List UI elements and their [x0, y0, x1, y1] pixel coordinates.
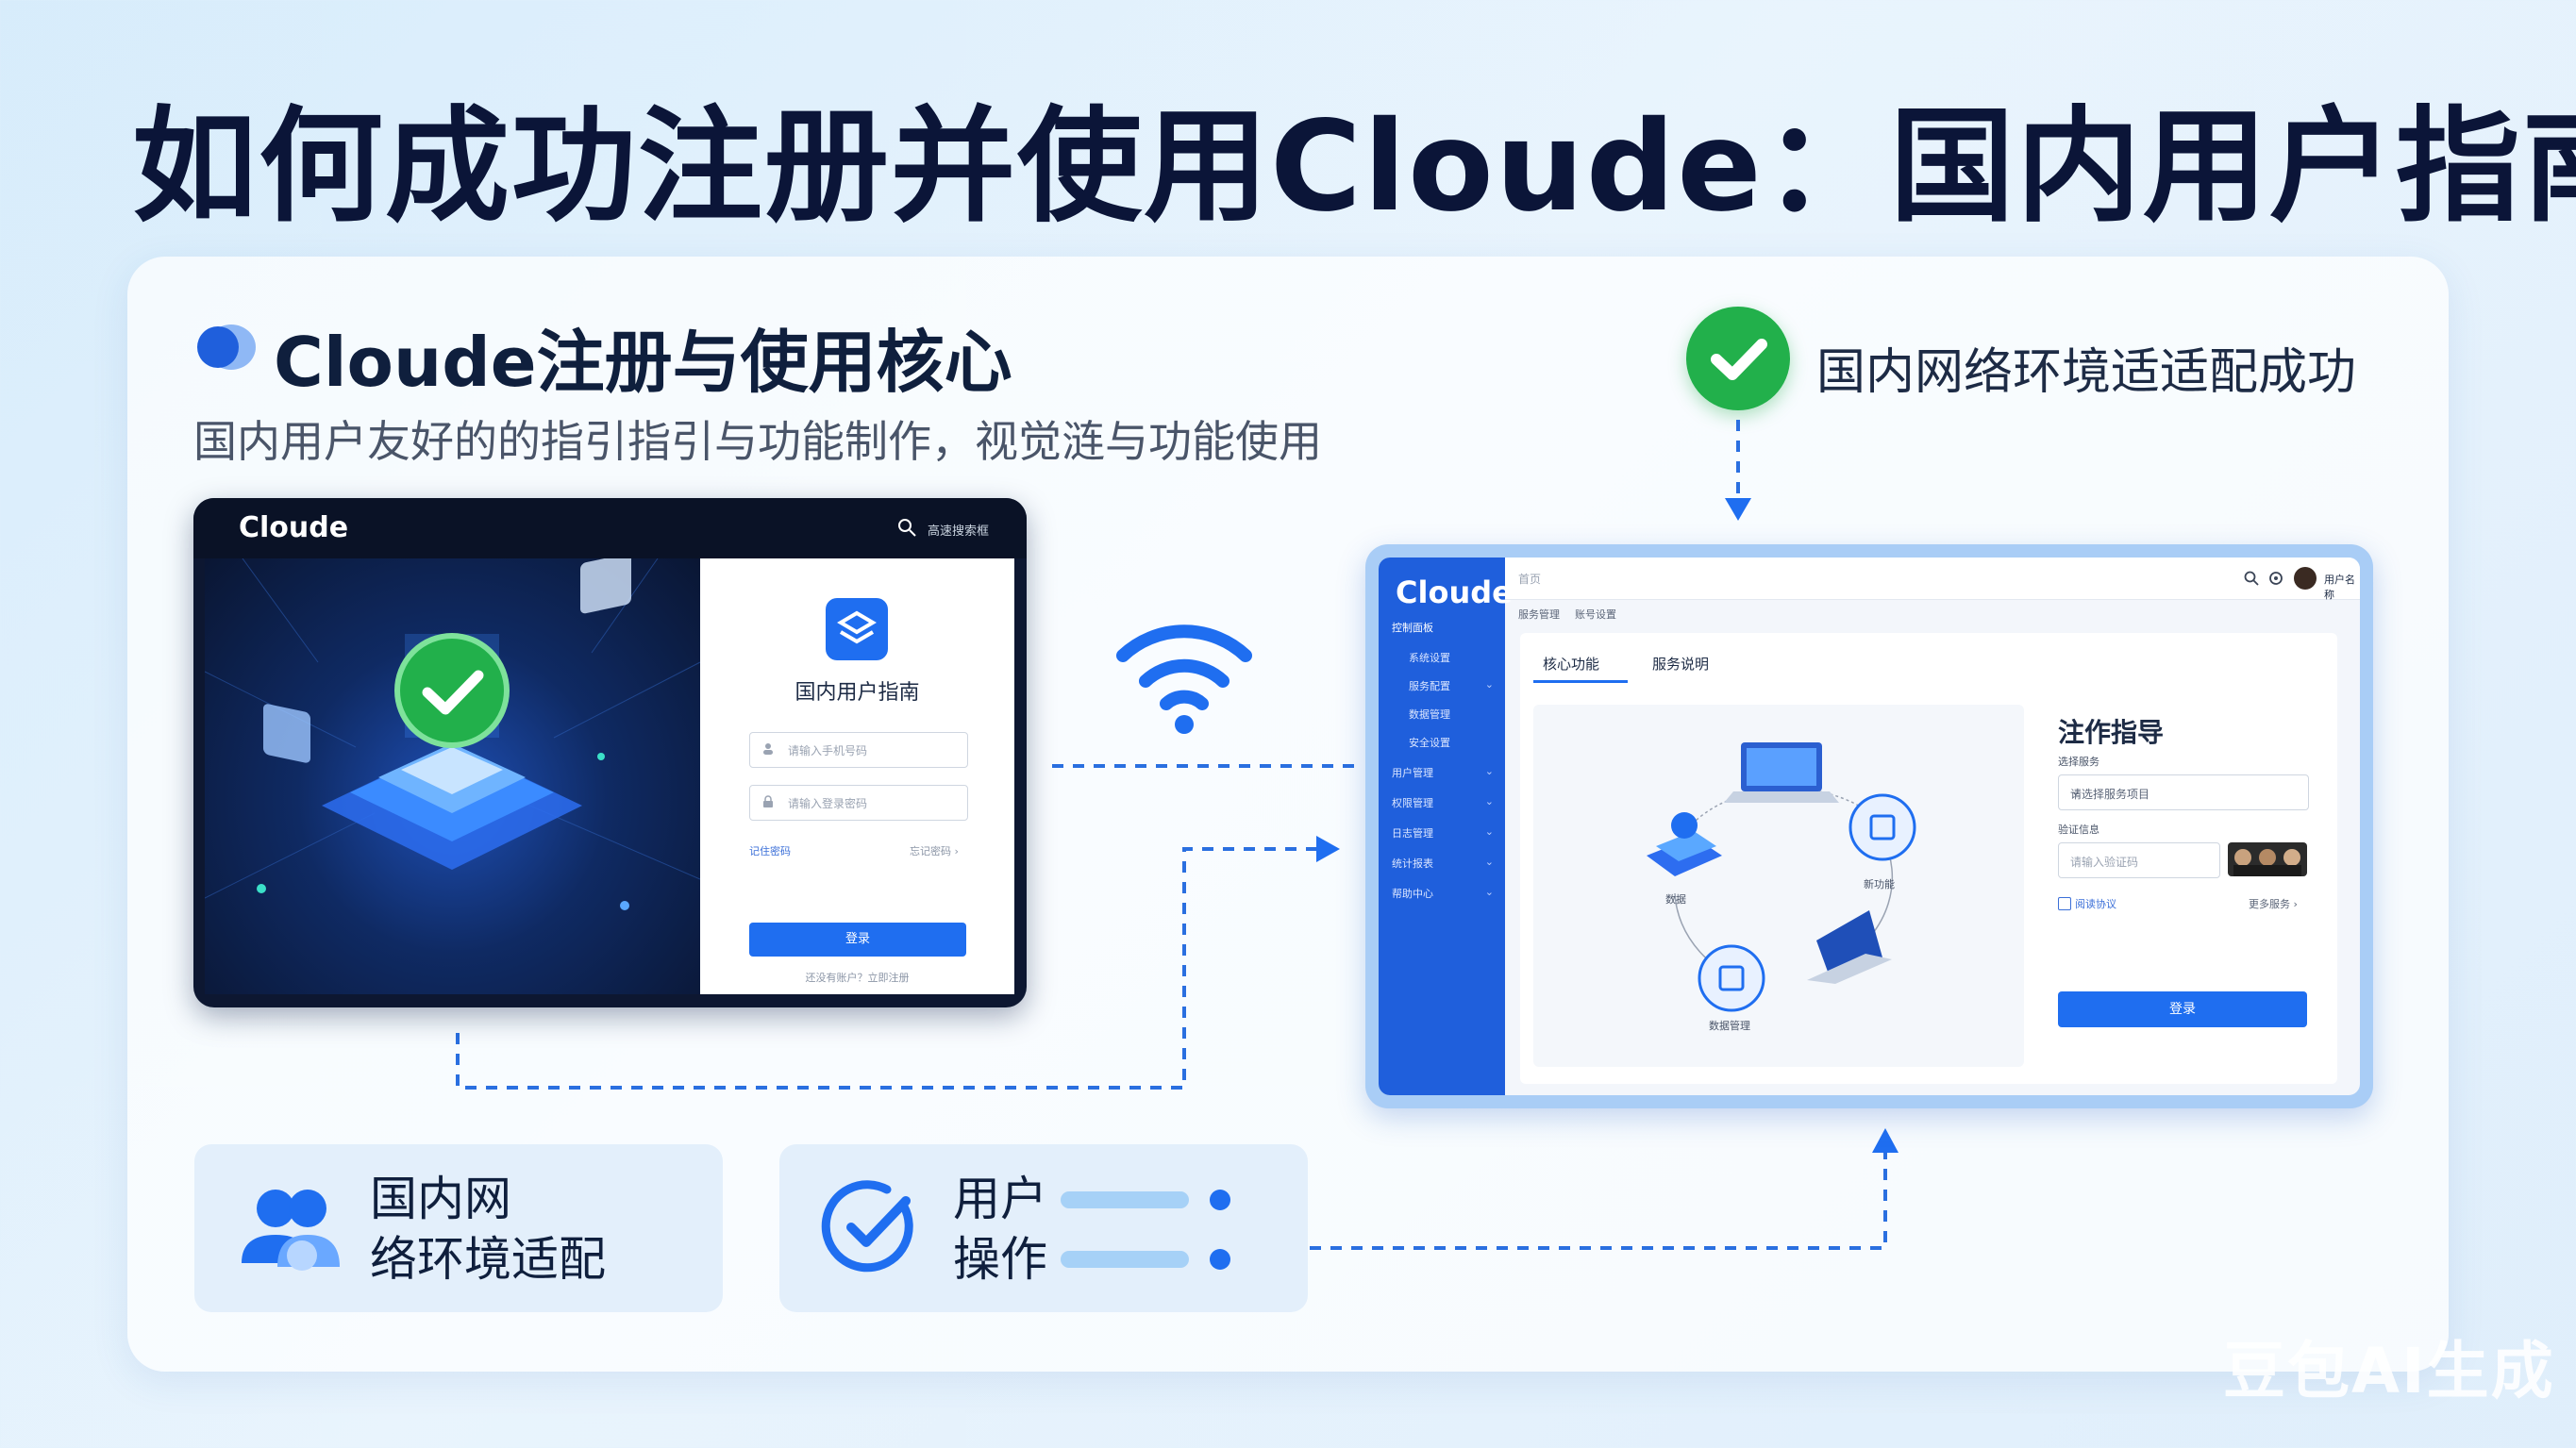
select-value: 请选择服务项目: [2070, 788, 2150, 801]
avatar[interactable]: [2294, 567, 2317, 590]
chevron-down-icon: ⌄: [1484, 886, 1494, 898]
username-field[interactable]: 请输入手机号码: [749, 732, 968, 768]
sidebar-item[interactable]: 统计报表: [1392, 857, 1433, 870]
wifi-icon: [1116, 624, 1252, 734]
forgot-password-link[interactable]: 忘记密码 ›: [910, 845, 959, 857]
bullet-dot: [1210, 1249, 1230, 1270]
lock-icon: [763, 795, 773, 807]
feature-card-operation: 用户 操作: [779, 1144, 1308, 1312]
input-placeholder: 请输入验证码: [2070, 856, 2139, 869]
feature-line-2: 操作: [953, 1232, 1047, 1287]
active-tab-indicator: [1533, 680, 1628, 683]
chevron-down-icon: ⌄: [1484, 678, 1494, 691]
chevron-down-icon: ⌄: [1484, 856, 1494, 868]
operation-title: 注作指导: [2058, 717, 2165, 748]
check-circle-icon: [1686, 307, 1790, 410]
settings-icon[interactable]: [2267, 570, 2284, 587]
check-circle-icon: [821, 1180, 913, 1273]
chevron-down-icon: ⌄: [1484, 825, 1494, 838]
diagram-label: 数据管理: [1709, 1020, 1750, 1032]
sidebar: Cloude 控制面板 系统设置 服务配置 ⌄ 数据管理 安全设置 用户管理 ⌄…: [1379, 558, 1513, 1095]
submit-button[interactable]: 登录: [2058, 991, 2307, 1027]
sidebar-item-dashboard[interactable]: 控制面板: [1392, 622, 1433, 634]
sidebar-item[interactable]: 权限管理: [1392, 797, 1433, 809]
search-label[interactable]: 高速搜索框: [928, 524, 990, 539]
window-title-bar: Cloude 高速搜索框: [193, 498, 1027, 558]
more-services-link[interactable]: 更多服务 ›: [2249, 898, 2298, 910]
password-placeholder: 请输入登录密码: [788, 797, 868, 810]
register-link[interactable]: 还没有账户？立即注册: [805, 972, 910, 984]
users-icon: [242, 1190, 340, 1271]
arrow-right-icon: [1316, 836, 1340, 862]
feature-line-1: 国内网: [370, 1172, 511, 1226]
feature-line-2: 络环境适配: [370, 1232, 606, 1287]
chevron-down-icon: ⌄: [2070, 784, 2082, 799]
arrow-down-icon: [1725, 498, 1751, 521]
feature-line-1: 用户: [953, 1172, 1047, 1226]
logo-icon: [197, 325, 256, 370]
security-illustration: [204, 554, 701, 994]
diagram-label: 新功能: [1864, 878, 1895, 890]
workflow-diagram: 数据 新功能 数据管理: [1533, 705, 2024, 1067]
success-text: 国内网络环境适适配成功: [1816, 344, 2357, 401]
login-window: Cloude 高速搜索框 国内用户指南: [193, 498, 1027, 1007]
bullet-dot: [1210, 1190, 1230, 1210]
sidebar-item[interactable]: 用户管理: [1392, 767, 1433, 779]
subnav-item[interactable]: 账号设置: [1575, 608, 1616, 621]
main-content: 核心功能 服务说明: [1520, 633, 2337, 1084]
user-icon: [763, 743, 773, 755]
verification-input[interactable]: 请输入验证码: [2058, 842, 2220, 878]
user-name[interactable]: 用户名称: [2324, 574, 2355, 601]
username-placeholder: 请输入手机号码: [788, 744, 868, 757]
agree-label[interactable]: 阅读协议: [2075, 898, 2116, 910]
search-icon[interactable]: [896, 517, 917, 538]
app-window: Cloude 控制面板 系统设置 服务配置 ⌄ 数据管理 安全设置 用户管理 ⌄…: [1365, 544, 2373, 1108]
page-title: 如何成功注册并使用Cloude：国内用户指南: [132, 94, 2576, 240]
sidebar-item[interactable]: 系统设置: [1409, 652, 1450, 664]
agree-checkbox[interactable]: [2058, 897, 2071, 910]
login-title: 国内用户指南: [795, 681, 920, 705]
feature-card-network: 国内网 络环境适配: [194, 1144, 723, 1312]
watermark: 豆包AI生成: [2223, 1335, 2555, 1407]
app-logo-icon: [826, 598, 888, 660]
brand-logo: Cloude: [1396, 574, 1513, 610]
login-panel: 国内用户指南 请输入手机号码 请输入登录密码 记住密码 忘记密码 › 登录 还没…: [700, 558, 1014, 994]
search-icon[interactable]: [2243, 570, 2260, 587]
captcha-image[interactable]: [2228, 842, 2307, 876]
sidebar-item[interactable]: 服务配置: [1409, 680, 1450, 692]
sub-navigation: 服务管理 账号设置: [1505, 599, 2360, 625]
tab-core-features[interactable]: 核心功能: [1543, 656, 1600, 673]
breadcrumb[interactable]: 首页: [1518, 573, 1542, 586]
diagram-label: 数据: [1665, 893, 1686, 906]
arrow-up-icon: [1872, 1128, 1899, 1153]
tab-service-info[interactable]: 服务说明: [1652, 656, 1710, 673]
top-bar: 首页 用户名称: [1505, 558, 2360, 601]
progress-bar: [1061, 1251, 1189, 1268]
section-title: Cloude注册与使用核心: [274, 323, 1012, 402]
progress-bar: [1061, 1191, 1189, 1208]
field-label: 验证信息: [2058, 824, 2099, 836]
chevron-down-icon: ⌄: [1484, 795, 1494, 807]
sidebar-item[interactable]: 帮助中心: [1392, 888, 1433, 900]
section-subtitle: 国内用户友好的的指引指引与功能制作，视觉涟与功能使用: [193, 416, 1322, 467]
sidebar-item[interactable]: 数据管理: [1409, 708, 1450, 721]
login-button[interactable]: 登录: [749, 923, 966, 957]
subnav-item[interactable]: 服务管理: [1518, 608, 1560, 621]
field-label: 选择服务: [2058, 756, 2099, 768]
remember-checkbox[interactable]: 记住密码: [749, 845, 791, 857]
password-field[interactable]: 请输入登录密码: [749, 785, 968, 821]
sidebar-item[interactable]: 安全设置: [1409, 737, 1450, 749]
brand-logo: Cloude: [239, 511, 349, 544]
sidebar-item[interactable]: 日志管理: [1392, 827, 1433, 840]
chevron-down-icon: ⌄: [1484, 765, 1494, 777]
service-select[interactable]: 请选择服务项目 ⌄: [2058, 774, 2309, 810]
